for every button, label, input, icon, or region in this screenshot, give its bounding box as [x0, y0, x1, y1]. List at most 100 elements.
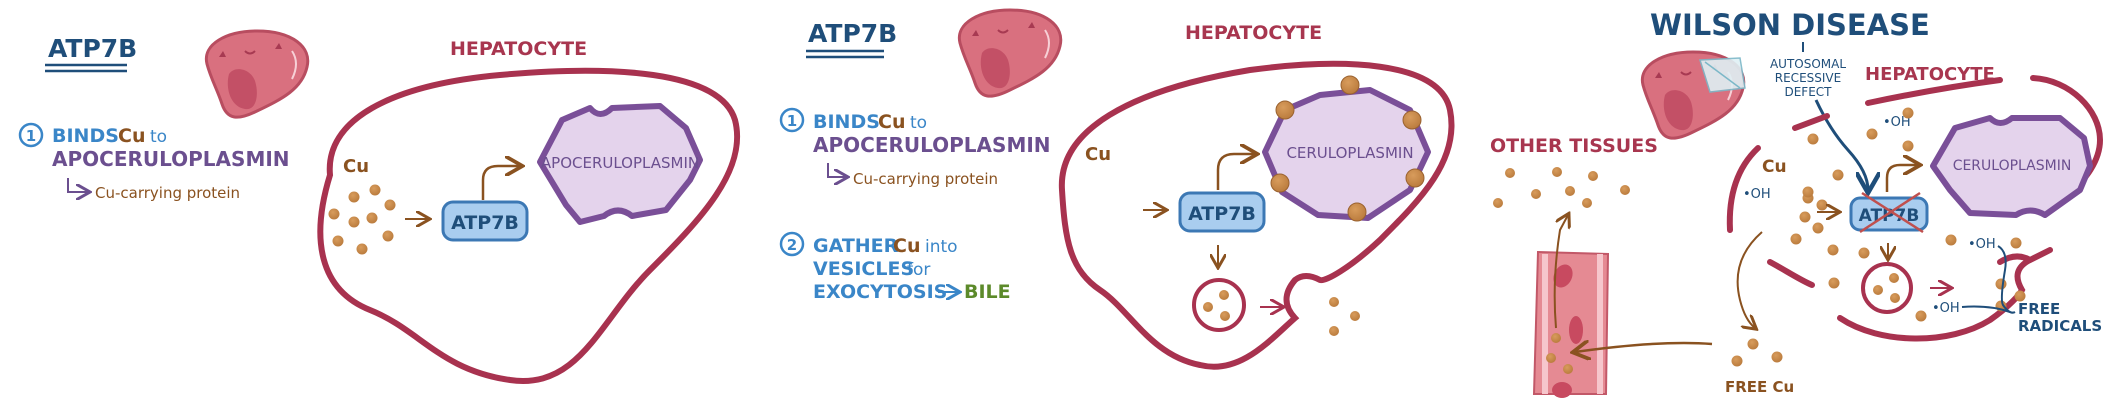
- flow-arrow: [1216, 154, 1255, 190]
- copper-ion: [1582, 198, 1592, 208]
- step1-cu: Cu: [118, 125, 145, 147]
- liver-mascot-icon: [957, 8, 1063, 98]
- copper-ion: [1902, 107, 1914, 119]
- copper-ion: [1329, 297, 1339, 307]
- vesicle: [1861, 262, 1913, 314]
- step1-target: APOCERULOPLASMIN: [52, 147, 290, 171]
- copper-ion: [1915, 310, 1927, 322]
- copper-ion: [1799, 211, 1811, 223]
- copper-ion: [382, 230, 394, 242]
- exocytosed-copper: [1329, 297, 1360, 336]
- defect-line-1: AUTOSOMAL: [1770, 57, 1846, 71]
- copper-ion: [1807, 133, 1819, 145]
- step2-number: 2: [787, 236, 797, 254]
- step-number-circle: [779, 107, 805, 133]
- panel-2: ATP7B 1 BINDS Cu to APOCERULOPLASMIN Cu-…: [779, 8, 1455, 370]
- step2-into: into: [925, 237, 958, 257]
- vesicle-copper: [1873, 273, 1900, 303]
- step2-exocytosis: EXOCYTOSIS: [813, 281, 947, 303]
- panel1-heading: ATP7B: [48, 34, 137, 63]
- flow-arrow: [481, 166, 520, 200]
- leak-arrow: [1736, 231, 1763, 328]
- ceruloplasmin-protein: [1262, 87, 1431, 221]
- bound-copper-ions: [1270, 75, 1425, 222]
- copper-ion: [1802, 186, 1814, 198]
- free-cu-label: FREE Cu: [1725, 378, 1794, 396]
- cell-label: HEPATOCYTE: [1865, 64, 1995, 85]
- protein-label: CERULOPLASMIN: [1953, 158, 2072, 174]
- copper-ion: [1405, 168, 1425, 188]
- copper-ion: [1747, 338, 1759, 350]
- step2-for: for: [907, 260, 930, 280]
- copper-ion: [1902, 140, 1914, 152]
- copper-ion: [1270, 173, 1290, 193]
- vesicle-copper: [1203, 290, 1230, 321]
- copper-ion: [1828, 277, 1840, 289]
- defect-line-2: RECESSIVE: [1775, 71, 1841, 85]
- copper-ion: [1203, 302, 1213, 312]
- step-number-circle: [779, 231, 805, 257]
- flow-arrow: [1885, 165, 1918, 192]
- copper-ion: [1873, 285, 1883, 295]
- copper-ion: [1588, 171, 1598, 181]
- copper-ions: [328, 184, 396, 255]
- copper-ion: [1551, 333, 1561, 343]
- step1-verb: BINDS: [813, 111, 880, 133]
- radical-pointer: [1961, 305, 2011, 313]
- other-tissues-label: OTHER TISSUES: [1490, 135, 1658, 157]
- copper-ion: [348, 191, 360, 203]
- copper-ion: [1816, 199, 1828, 211]
- copper-ion: [2010, 237, 2022, 249]
- protein-label: CERULOPLASMIN: [1286, 144, 1413, 162]
- step2-cu: Cu: [893, 235, 920, 257]
- panel-3: WILSON DISEASE AUTOSOMAL RECESSIVE DEFEC…: [1490, 8, 2104, 398]
- step1-cu: Cu: [878, 111, 905, 133]
- atp7b-label: ATP7B: [451, 212, 519, 234]
- copper-ion: [1340, 75, 1360, 95]
- copper-ion: [348, 216, 360, 228]
- step2-vesicles: VESICLES: [813, 258, 914, 280]
- note-arrow: [67, 178, 88, 192]
- blood-vessel: [1532, 250, 1610, 398]
- copper-ion: [1620, 185, 1630, 195]
- free-cu-ions: [1731, 338, 1783, 367]
- copper-ion: [1505, 168, 1515, 178]
- copper-ion: [1995, 278, 2007, 290]
- copper-ion: [332, 235, 344, 247]
- bloodstream-arrow: [1575, 343, 1713, 352]
- copper-ion: [2014, 290, 2026, 302]
- wilson-disease-title: WILSON DISEASE: [1650, 8, 1930, 42]
- copper-ion: [1827, 244, 1839, 256]
- copper-ion: [1866, 128, 1878, 140]
- note-arrow: [827, 163, 846, 177]
- step2-verb: GATHER: [813, 235, 899, 257]
- atp7b-label: ATP7B: [1188, 203, 1256, 225]
- hepatocyte-membrane: [1058, 60, 1455, 370]
- hydroxyl-radical: •OH: [1932, 301, 1960, 316]
- step1-target: APOCERULOPLASMIN: [813, 133, 1051, 157]
- copper-ion: [366, 212, 378, 224]
- copper-ion: [1546, 353, 1556, 363]
- step1-to: to: [150, 127, 167, 147]
- defect-line-3: DEFECT: [1784, 85, 1832, 99]
- atp7b-transporter: [1178, 191, 1266, 233]
- copper-ion: [1350, 311, 1360, 321]
- copper-ion: [1402, 110, 1422, 130]
- cu-label: Cu: [343, 156, 369, 177]
- copper-ion: [1329, 326, 1339, 336]
- protein-label: APOCERULOPLASMIN: [541, 154, 699, 172]
- free-copper-ions: [1790, 107, 2026, 322]
- injured-liver-mascot-icon: [1640, 50, 1746, 140]
- free-radicals-line-1: FREE: [2018, 300, 2060, 318]
- hepatocyte-membrane: [317, 67, 741, 384]
- defect-cross-icon: [1859, 191, 1924, 234]
- copper-ion: [369, 184, 381, 196]
- copper-ion: [1493, 198, 1503, 208]
- copper-ion: [1889, 273, 1899, 283]
- step1-number: 1: [787, 112, 797, 130]
- copper-ion: [384, 199, 396, 211]
- free-radicals-line-2: RADICALS: [2018, 317, 2102, 335]
- step1-note: Cu-carrying protein: [853, 170, 998, 188]
- copper-ion: [1275, 100, 1295, 120]
